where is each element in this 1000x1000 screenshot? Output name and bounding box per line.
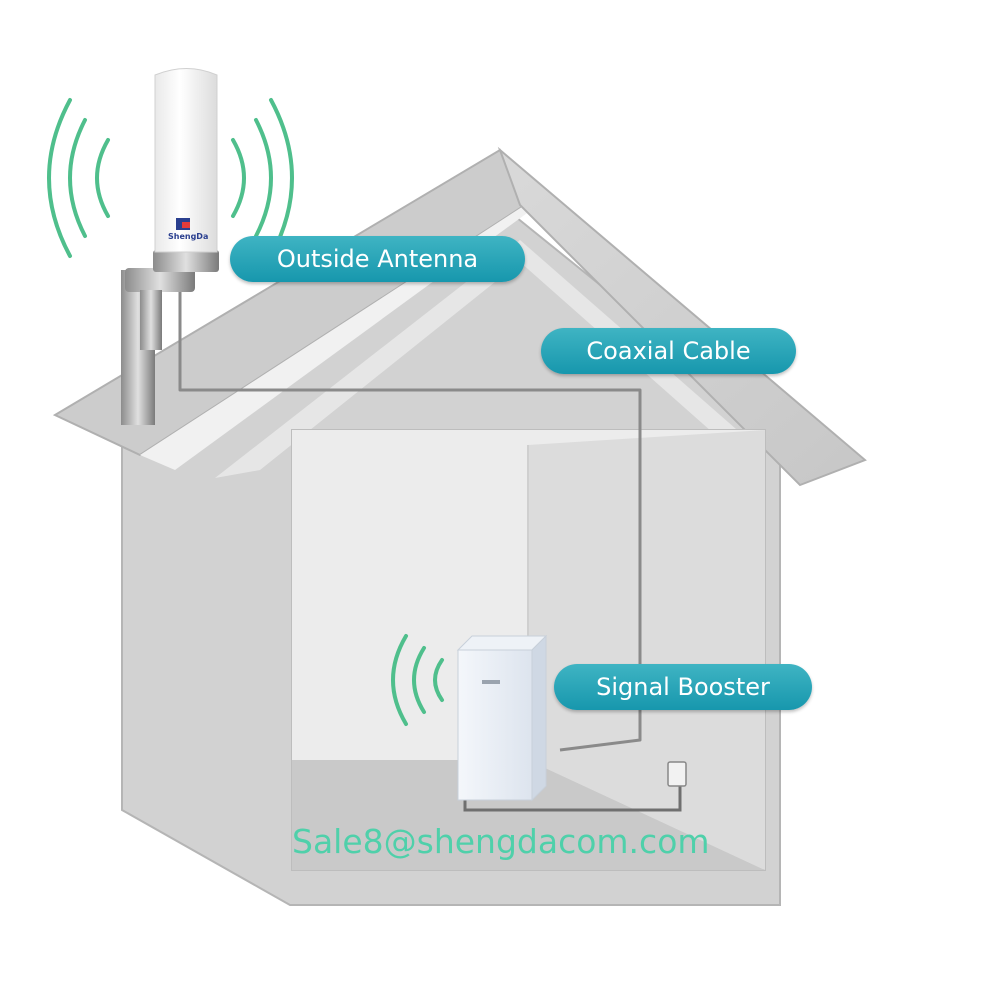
signal-booster-device [458,636,546,800]
signal-booster-label: Signal Booster [554,664,812,710]
contact-email: Sale8@shengdacom.com [292,822,710,861]
shengda-logo-icon [176,218,190,230]
power-adapter [668,762,686,786]
outside-antenna [153,69,219,273]
antenna-brand-text: ShengDa [168,232,208,241]
outside-antenna-label: Outside Antenna [230,236,525,282]
coaxial-cable-label: Coaxial Cable [541,328,796,374]
